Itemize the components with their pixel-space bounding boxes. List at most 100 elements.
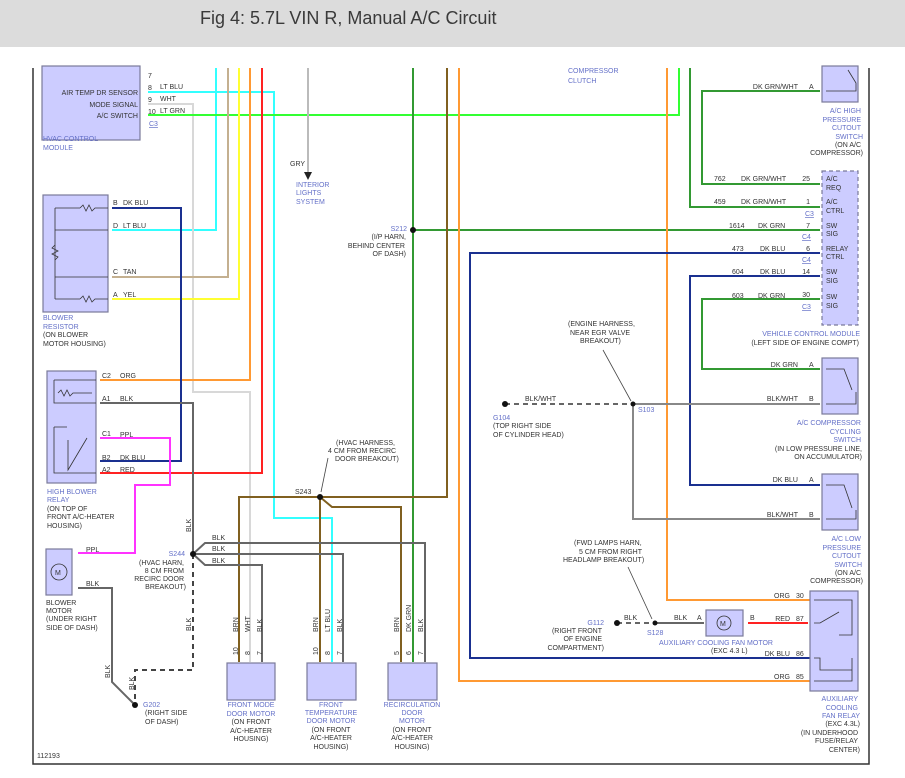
diagram-label: OF CYLINDER HEAD) <box>493 432 564 439</box>
diagram-label: DK GRN <box>758 223 785 230</box>
aux-fan-motor-labels: BLK A B AUXILIARY COOLING FAN MOTOR (EXC… <box>659 615 773 655</box>
diagram-label: (ON A/C <box>835 142 861 149</box>
diagram-label: BLK <box>120 396 134 403</box>
ground-g112-icon <box>614 620 620 626</box>
diagram-label: PPL <box>86 547 99 554</box>
diagram-label: ORG <box>774 674 790 681</box>
diagram-label: A <box>113 292 118 299</box>
diagram-label: COMPRESSOR) <box>810 578 863 585</box>
wire-blk-temp <box>193 553 344 662</box>
diagram-label: BLOWER <box>46 600 76 607</box>
motor-icon <box>50 563 68 581</box>
diagram-label: RECIRC DOOR <box>134 576 184 583</box>
switch-icon <box>826 368 857 405</box>
wire-lt-blu-temp <box>148 91 333 662</box>
diagram-label: DK BLU <box>773 477 798 484</box>
diagram-label: DK GRN <box>758 293 785 300</box>
diagram-label: BLOWER <box>43 315 73 322</box>
diagram-label: S128 <box>647 630 663 637</box>
diagram-label: C1 <box>102 431 111 438</box>
wire-org-relay <box>100 68 251 381</box>
diagram-label: WHT <box>160 96 177 103</box>
hvac-control-module <box>41 65 141 141</box>
diagram-label: DK BLU <box>120 455 145 462</box>
diagram-label: G112 <box>587 620 604 627</box>
wire-org-30 <box>666 68 820 601</box>
blower-motor-symbol: M <box>55 570 61 577</box>
ground-g104-icon <box>502 401 508 407</box>
wire-brn-main <box>238 68 448 662</box>
wire-blk-blower-motor <box>78 587 134 704</box>
diagram-label: BLK/WHT <box>525 396 557 403</box>
diagram-label: WHT <box>245 615 252 632</box>
diagram-label: ORG <box>120 373 136 380</box>
arrow-icon <box>304 172 312 180</box>
diagram-label: (RIGHT SIDE <box>145 710 188 717</box>
diagram-label: HVAC CONTROL <box>43 136 98 143</box>
diagram-label: S103 <box>638 407 654 414</box>
s244-labels: S244 (HVAC HARN, 8 CM FROM RECIRC DOOR B… <box>134 535 225 591</box>
resistor-icon <box>51 204 108 303</box>
diagram-label: BREAKOUT) <box>145 584 186 591</box>
wire-blk-a1 <box>100 402 194 554</box>
diagram-label: A1 <box>102 396 111 403</box>
diagram-label: BLK <box>418 618 425 632</box>
diagram-label: CYCLING <box>830 429 861 436</box>
auxiliary-cooling-fan-relay <box>809 590 859 692</box>
diagram-label: 10 <box>233 647 240 655</box>
diagram-label: MODE SIGNAL <box>89 102 138 109</box>
diagram-label: CUTOUT <box>832 553 862 560</box>
wire-blk-mode <box>192 553 263 662</box>
front-temperature-door-motor <box>306 662 357 701</box>
diagram-label: LT GRN <box>160 108 185 115</box>
diagram-label: OF DASH) <box>373 251 406 258</box>
diagram-label: DOOR MOTOR <box>227 711 276 718</box>
diagram-label: COMPRESSOR <box>568 68 619 75</box>
diagram-label: 8 <box>245 651 252 655</box>
diagram-label: BRN <box>233 617 240 632</box>
splice-s128 <box>652 620 658 626</box>
wire-dk-grn-603 <box>701 298 820 370</box>
splices <box>132 227 658 708</box>
diagram-label: SW <box>826 294 838 301</box>
diagram-label: MOTOR <box>46 608 72 615</box>
diagram-label: C4 <box>802 234 811 241</box>
diagram-label: BLK <box>337 618 344 632</box>
diagram-label: A <box>809 477 814 484</box>
diagram-label: BREAKOUT) <box>580 338 621 345</box>
diagram-label: BLK <box>105 664 112 678</box>
diagram-label: 10 <box>148 109 156 116</box>
diagram-label: (UNDER RIGHT <box>46 616 98 623</box>
fan-motor-symbol: M <box>720 621 726 628</box>
diagram-label: BLK <box>257 618 264 632</box>
diagram-label: A/C LOW <box>831 536 861 543</box>
diagram-label: DK BLU <box>760 269 785 276</box>
diagram-label: SWITCH <box>833 437 861 444</box>
diagram-label: A <box>809 362 814 369</box>
diagram-label: ON ACCUMULATOR) <box>794 454 862 461</box>
diagram-label: BLK <box>212 558 226 565</box>
wire-blk-recirc <box>192 542 426 662</box>
diagram-label: 14 <box>802 269 810 276</box>
diagram-label: B <box>750 615 755 622</box>
diagram-label: BLK <box>624 615 638 622</box>
diagram-label: C3 <box>802 304 811 311</box>
diagram-label: S212 <box>391 226 407 233</box>
diagram-label: 7 <box>148 73 152 80</box>
diagram-label: SWITCH <box>834 562 862 569</box>
wire-dk-blu-473 <box>469 252 820 659</box>
diagram-label: CENTER) <box>829 747 860 754</box>
wire-tan <box>112 68 229 278</box>
diagram-label: (I/P HARN, <box>372 234 407 241</box>
diagram-label: 1614 <box>729 223 745 230</box>
diagram-label: G202 <box>143 702 160 709</box>
wire-dk-grn-wht-459 <box>689 68 820 208</box>
diagram-label: 85 <box>796 674 804 681</box>
diagram-frame <box>32 68 870 765</box>
diagram-label: DK BLU <box>765 651 790 658</box>
diagram-label: C <box>113 269 118 276</box>
diagram-label: PRESSURE <box>822 545 861 552</box>
diagram-label: REQ <box>826 185 842 192</box>
diagram-label: AIR TEMP DR SENSOR <box>62 90 138 97</box>
